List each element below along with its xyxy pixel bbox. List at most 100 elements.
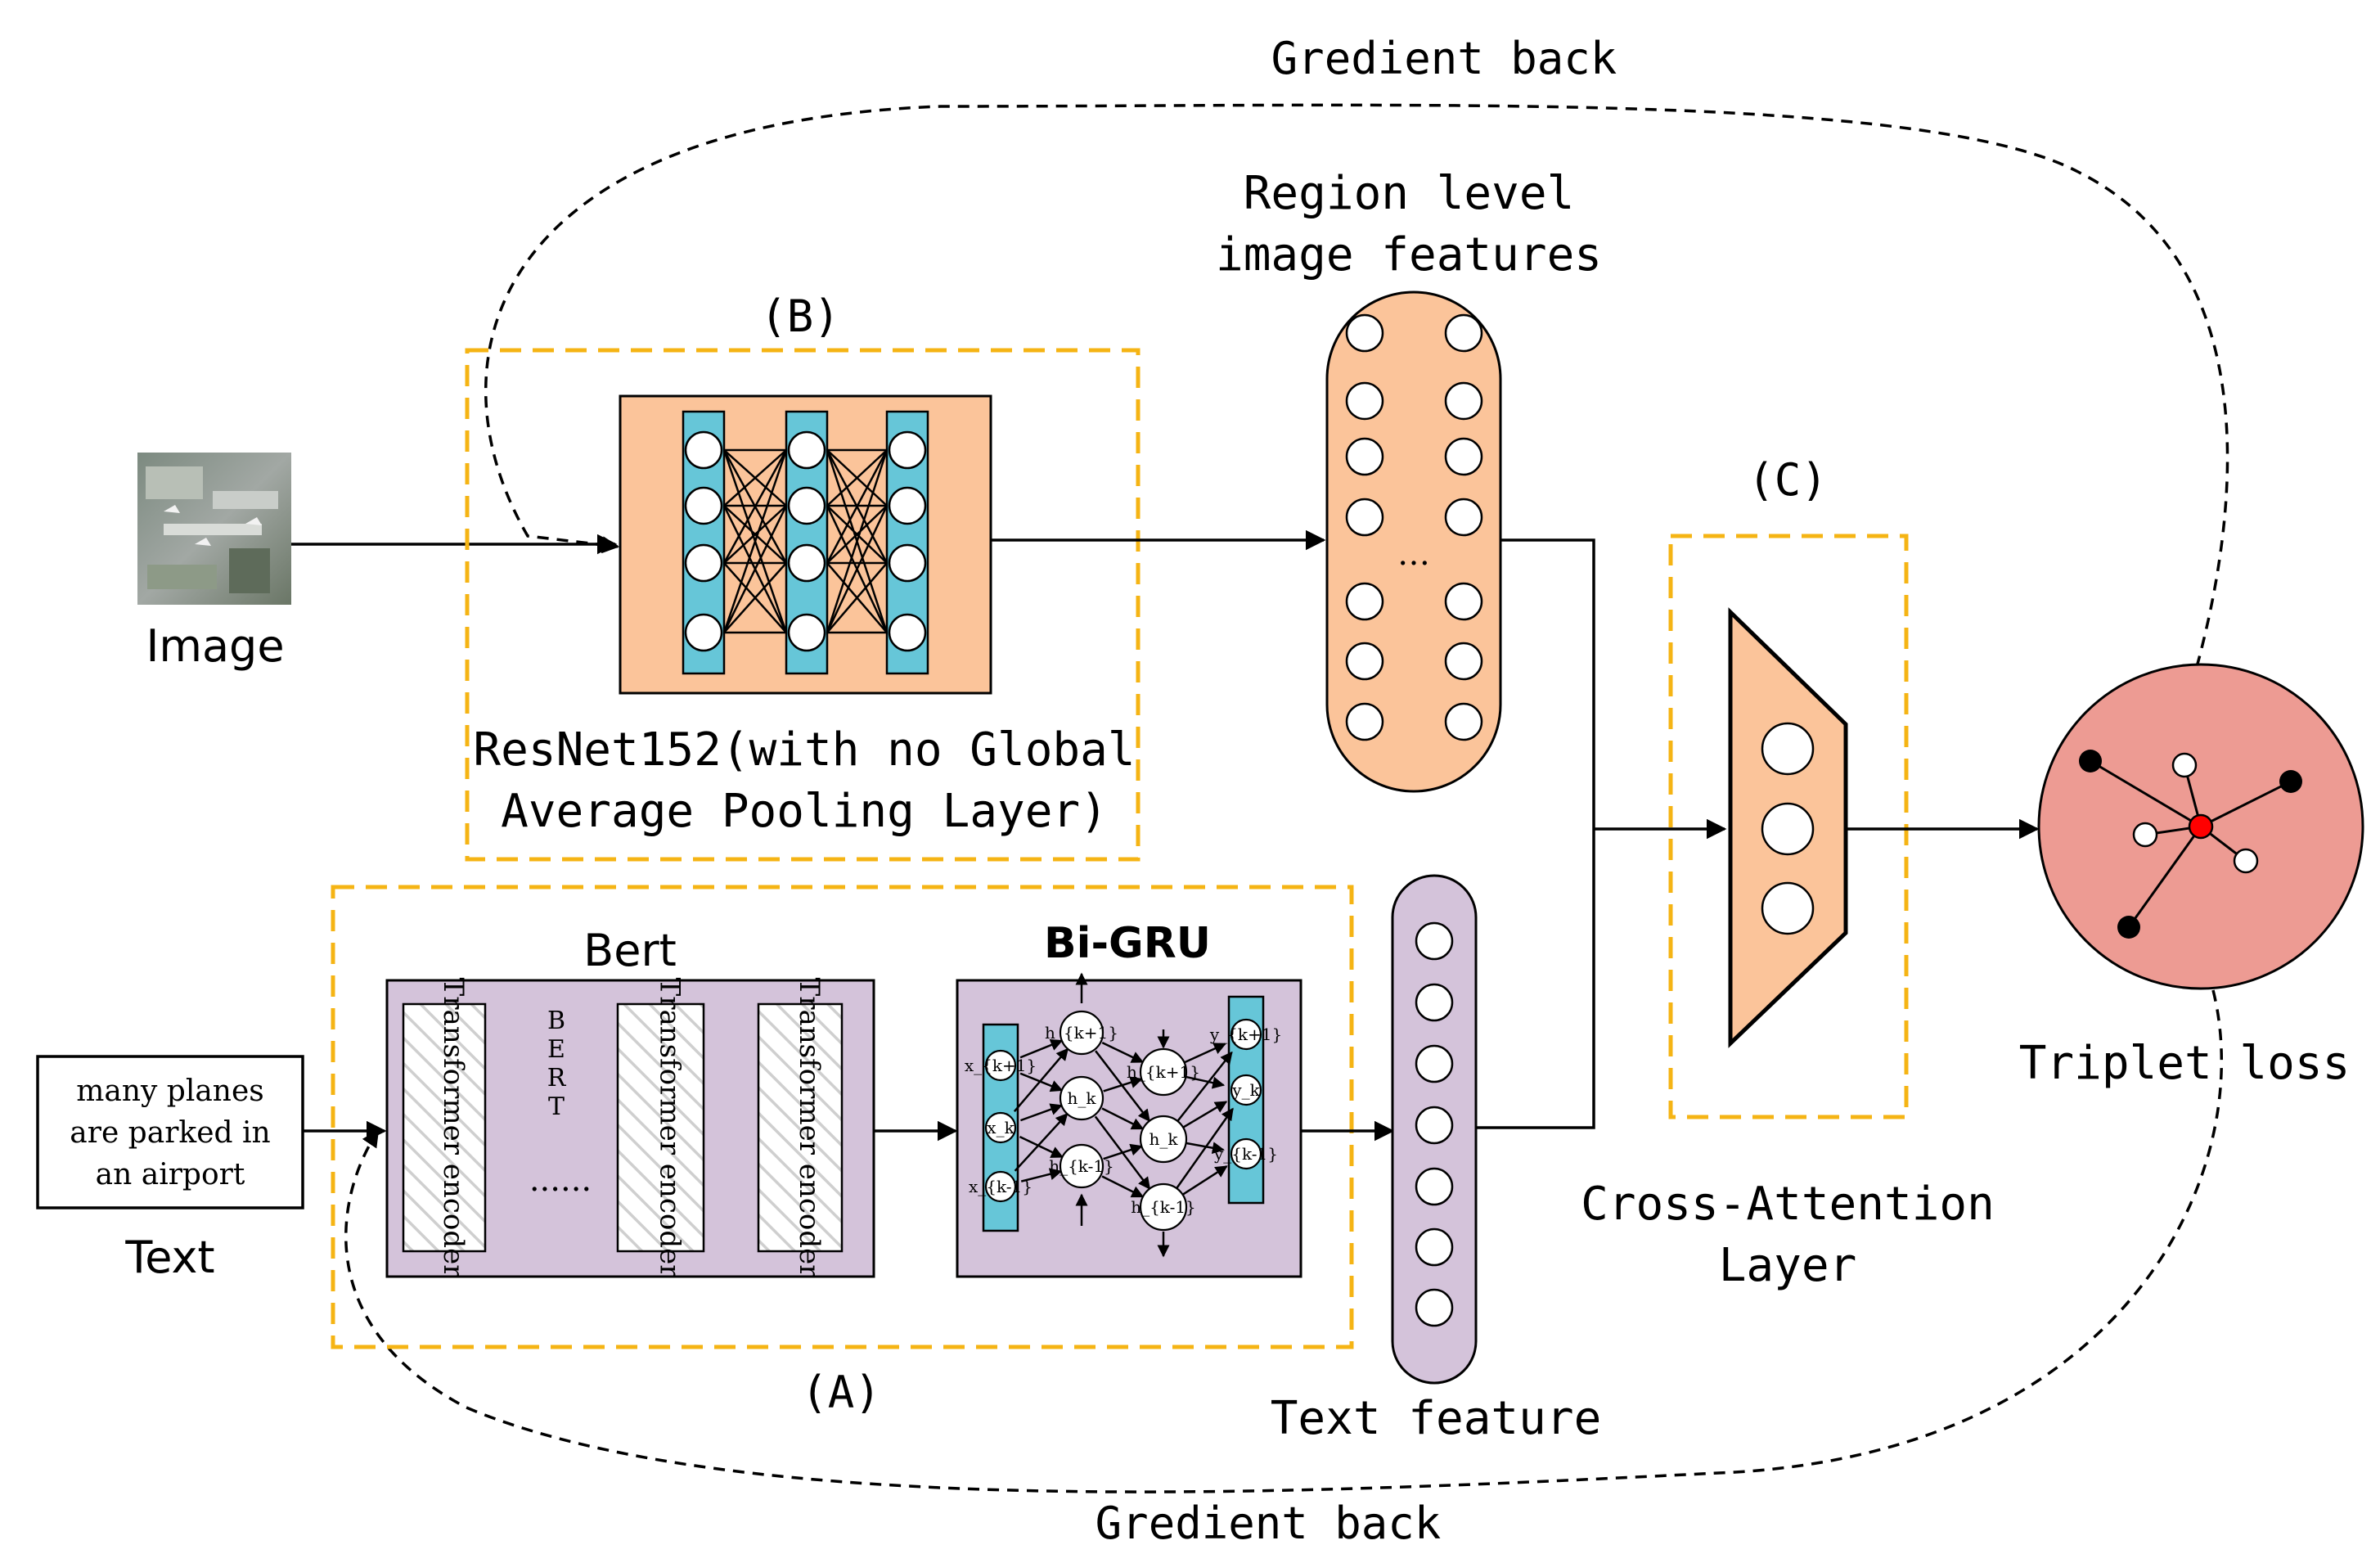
module-c-label: (C) — [1748, 454, 1828, 506]
gradient-back-bottom-label: Gredient back — [1096, 1498, 1442, 1549]
text-feature-node — [1415, 1288, 1454, 1327]
resnet-neuron-node — [888, 430, 927, 470]
bigru-block: x_{k+1} x_k x_{k-1} h_{k+1} h_k h_{k-1} h_{k+1… — [956, 972, 1302, 1278]
image-label: Image — [146, 620, 284, 672]
bert-letter: E — [547, 1035, 565, 1064]
region-feature-node — [1444, 498, 1483, 537]
region-feature-node — [1444, 702, 1483, 741]
resnet-neuron-node — [888, 613, 927, 652]
region-feature-node — [1444, 437, 1483, 476]
gru-input-node-label: x_{k-1} — [969, 1177, 1033, 1196]
anchor-icon — [2188, 813, 2214, 840]
region-features-vector: … — [1325, 291, 1502, 793]
gru-forward-hidden-node-label: h_{k-1} — [1049, 1156, 1114, 1176]
cross-attention-label-line2: Layer — [1719, 1239, 1857, 1292]
gru-input-node: x_{k-1} — [969, 1170, 1033, 1203]
region-feature-node — [1444, 642, 1483, 681]
text-feature-node — [1415, 983, 1454, 1022]
gru-input-node: x_k — [984, 1111, 1017, 1144]
bert-letter: T — [548, 1092, 565, 1121]
resnet-neuron-node — [888, 486, 927, 525]
text-input-box — [36, 1055, 304, 1209]
resnet-neuron-node — [888, 543, 927, 583]
gru-backward-hidden-node-label: h_{k+1} — [1127, 1062, 1200, 1082]
text-label: Text — [124, 1232, 214, 1283]
connector-region-to-cross — [1500, 538, 1595, 829]
text-feature-node — [1415, 1044, 1454, 1083]
gru-output-node-label: y_{k-1} — [1213, 1144, 1278, 1164]
region-features-label-line2: image features — [1216, 228, 1602, 282]
region-feature-node — [1345, 642, 1384, 681]
resnet-caption-line2: Average Pooling Layer) — [501, 785, 1108, 838]
gru-forward-hidden-node-label: h_k — [1068, 1088, 1097, 1108]
module-b-dashed-box — [465, 348, 1141, 862]
gru-output-node-label: y_k — [1231, 1080, 1260, 1100]
positive-sample-icon — [2132, 822, 2158, 848]
positive-sample-icon — [2233, 848, 2259, 874]
resnet-neuron-node — [787, 543, 826, 583]
region-feature-node — [1345, 702, 1384, 741]
resnet-neuron-node — [684, 543, 723, 583]
text-feature-node — [1415, 1227, 1454, 1267]
gru-output-node: y_{k+1} — [1209, 1018, 1282, 1051]
region-feature-node — [1345, 313, 1384, 353]
triplet-loss-circle — [2037, 663, 2364, 990]
text-feature-node — [1415, 1167, 1454, 1206]
resnet-neuron-node — [684, 486, 723, 525]
gru-input-node: x_{k+1} — [965, 1049, 1037, 1082]
text-feature-label: Text feature — [1271, 1392, 1602, 1445]
resnet-caption-line1: ResNet152(with no Global — [473, 723, 1135, 777]
gru-backward-hidden-node: h_{k-1} — [1131, 1182, 1196, 1232]
module-c-dashed-box — [1668, 534, 1909, 1119]
region-feature-node — [1345, 381, 1384, 421]
gru-forward-hidden-node-label: h_{k+1} — [1045, 1023, 1118, 1043]
gru-forward-hidden-node: h_{k+1} — [1045, 1010, 1118, 1056]
gru-input-node-label: x_{k+1} — [965, 1056, 1037, 1075]
negative-sample-icon — [2279, 770, 2302, 793]
resnet-neuron-node — [684, 430, 723, 470]
resnet-neuron-node — [787, 613, 826, 652]
gru-forward-hidden-node: h_{k-1} — [1049, 1143, 1114, 1189]
transformer-encoder: Transformer encoder — [616, 978, 705, 1279]
text-input-line1: many planes — [76, 1074, 264, 1108]
bert-block: Transformer encoder Transformer encoder Tr… — [385, 978, 875, 1279]
gru-output-node: y_k — [1230, 1074, 1262, 1106]
negative-sample-icon — [2079, 750, 2102, 772]
text-feature-node — [1415, 921, 1454, 961]
transformer-encoder-label: Transformer encoder — [793, 978, 826, 1279]
resnet-neuron-node — [684, 613, 723, 652]
region-feature-node — [1345, 437, 1384, 476]
positive-sample-icon — [2171, 752, 2198, 778]
bert-letter: B — [547, 1007, 565, 1035]
region-feature-node — [1444, 313, 1483, 353]
gradient-back-bottom-curve — [344, 989, 2224, 1493]
module-a-label: (A) — [801, 1367, 881, 1418]
region-feature-node — [1345, 582, 1384, 621]
gru-output-node: y_{k-1} — [1213, 1137, 1278, 1170]
gradient-back-top-label: Gredient back — [1271, 33, 1617, 84]
region-features-ellipsis: … — [1397, 535, 1430, 573]
cross-attention-layer — [1728, 607, 1848, 1048]
triplet-loss-label: Triplet loss — [2019, 1037, 2351, 1090]
gru-backward-hidden-node: h_{k+1} — [1127, 1047, 1200, 1097]
input-image — [137, 453, 291, 605]
text-input-line3: an airport — [96, 1158, 245, 1191]
cross-attention-label-line1: Cross-Attention — [1581, 1178, 1995, 1231]
text-feature-node — [1415, 1106, 1454, 1145]
transformer-encoder-label: Transformer encoder — [437, 978, 470, 1279]
region-feature-node — [1345, 498, 1384, 537]
gru-output-node-label: y_{k+1} — [1209, 1025, 1282, 1044]
bert-label: Bert — [583, 925, 677, 976]
transformer-encoder-label: Transformer encoder — [654, 978, 686, 1279]
gru-backward-hidden-node: h_k — [1139, 1115, 1188, 1164]
text-input-line2: are parked in — [70, 1116, 270, 1150]
gru-input-node-label: x_k — [987, 1118, 1015, 1137]
negative-sample-icon — [2117, 916, 2140, 939]
gru-backward-hidden-node-label: h_{k-1} — [1131, 1197, 1196, 1217]
connector-text-to-cross — [1476, 829, 1595, 1129]
gru-backward-hidden-node-label: h_k — [1150, 1129, 1179, 1149]
transformer-encoder: Transformer encoder — [402, 978, 487, 1279]
text-feature-vector — [1391, 874, 1478, 1385]
gradient-back-top-curve — [484, 103, 2229, 668]
